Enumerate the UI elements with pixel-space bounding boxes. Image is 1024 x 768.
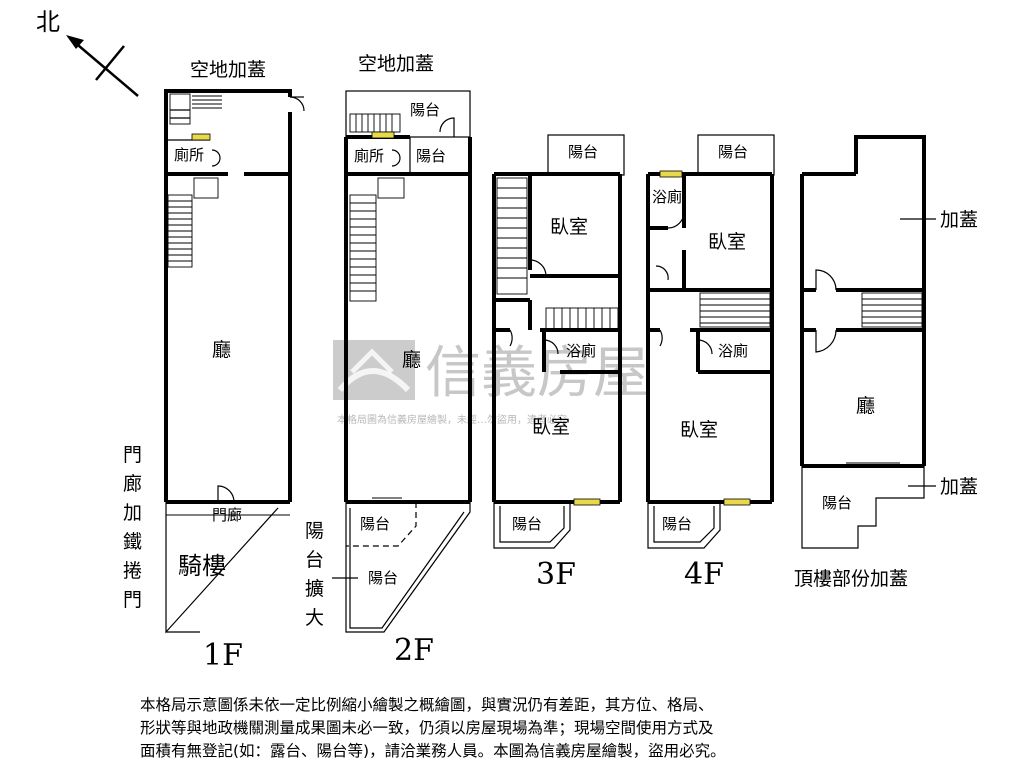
roof-balcony-label: 陽台: [822, 494, 852, 512]
floor-2f: 空地加蓋 陽台 廁所 陽台 廳 陽台 陽台 2F 陽 台 擴 大: [305, 53, 472, 668]
floor-label-roof: 頂樓部份加蓋: [794, 568, 908, 590]
compass-north-label: 北: [36, 8, 60, 36]
2f-hall-label: 廳: [402, 349, 421, 371]
roof-hall-label: 廳: [856, 395, 875, 417]
1f-side-note-char: 門: [123, 589, 142, 611]
roof-callout-top: 加蓋: [940, 209, 978, 231]
3f-bedroom-front-label: 臥室: [532, 416, 570, 438]
floor-label-3f: 3F: [536, 557, 576, 592]
north-compass: 北: [36, 8, 139, 97]
3f-balcony-back-label: 陽台: [568, 143, 598, 161]
north-arrow-icon: [66, 35, 139, 97]
4f-balcony-front-label: 陽台: [662, 515, 692, 533]
1f-toilet-label: 廁所: [174, 146, 204, 164]
2f-balcony-mid-label: 陽台: [416, 147, 446, 165]
1f-hall-label: 廳: [212, 339, 231, 361]
disclaimer-line: 面積有無登記(如：露台、陽台等)，請洽業務人員。本圖為信義房屋繪製，盜用必究。: [140, 742, 726, 760]
floor-label-2f: 2F: [394, 633, 434, 668]
2f-side-note-char: 大: [305, 607, 324, 629]
floor-4f: 陽台 浴廁 臥室 浴廁 臥室 陽台 4F: [646, 134, 775, 592]
roof-callout-bottom: 加蓋: [940, 476, 978, 498]
2f-balcony-front-label: 陽台: [360, 515, 390, 533]
2f-side-note: 陽 台 擴 大: [305, 520, 324, 629]
floor-3f: 陽台 臥室 浴廁 臥室 陽台 3F: [492, 134, 625, 592]
4f-bathroom-back-label: 浴廁: [652, 188, 682, 206]
1f-side-note: 門 廊 加 鐵 捲 門: [123, 444, 142, 611]
2f-balcony-enlarged-label: 陽台: [368, 569, 398, 587]
3f-balcony-front-label: 陽台: [512, 515, 542, 533]
floor-roof: 廳 陽台 加蓋 加蓋 頂樓部份加蓋: [794, 135, 978, 590]
floor-label-4f: 4F: [684, 557, 724, 592]
3f-bathroom-label: 浴廁: [566, 342, 596, 360]
1f-side-note-char: 加: [123, 502, 142, 524]
watermark: 信義房屋 本格局圖為信義房屋繪製，未經…勿盜用，違者必究: [333, 340, 649, 426]
2f-balcony-top-label: 陽台: [410, 101, 440, 119]
2f-toilet-label: 廁所: [354, 147, 384, 165]
4f-bedroom-back-label: 臥室: [708, 231, 746, 253]
1f-arcade-label: 騎樓: [178, 552, 226, 580]
disclaimer-note: 本格局示意圖係未依一定比例縮小繪製之概繪圖，與實況仍有差距，其方位、格局、 形狀…: [140, 694, 920, 763]
1f-side-note-char: 鐵: [123, 531, 142, 553]
3f-bedroom-back-label: 臥室: [550, 216, 588, 238]
4f-balcony-back-label: 陽台: [718, 143, 748, 161]
1f-side-note-char: 捲: [123, 560, 142, 582]
disclaimer-line: 形狀等與地政機關測量成果圖未必一致，仍須以房屋現場為準；現場空間使用方式及: [140, 719, 714, 737]
1f-side-note-char: 門: [123, 444, 142, 466]
watermark-notice: 本格局圖為信義房屋繪製，未經…勿盜用，違者必究: [337, 413, 567, 426]
2f-side-note-char: 陽: [305, 520, 324, 542]
floor-1f: 空地加蓋 廁所 廳 門廊 騎樓 1F 門 廊 加 鐵 捲 門: [123, 59, 305, 673]
1f-side-note-char: 廊: [123, 473, 142, 495]
4f-bathroom-front-label: 浴廁: [718, 342, 748, 360]
floor-label-1f: 1F: [203, 638, 243, 673]
disclaimer-line: 本格局示意圖係未依一定比例縮小繪製之概繪圖，與實況仍有差距，其方位、格局、: [140, 696, 714, 714]
2f-side-note-char: 台: [305, 549, 324, 571]
4f-bedroom-front-label: 臥室: [680, 419, 718, 441]
2f-extension-label: 空地加蓋: [358, 53, 434, 75]
2f-side-note-char: 擴: [305, 578, 324, 600]
1f-extension-label: 空地加蓋: [190, 59, 266, 81]
